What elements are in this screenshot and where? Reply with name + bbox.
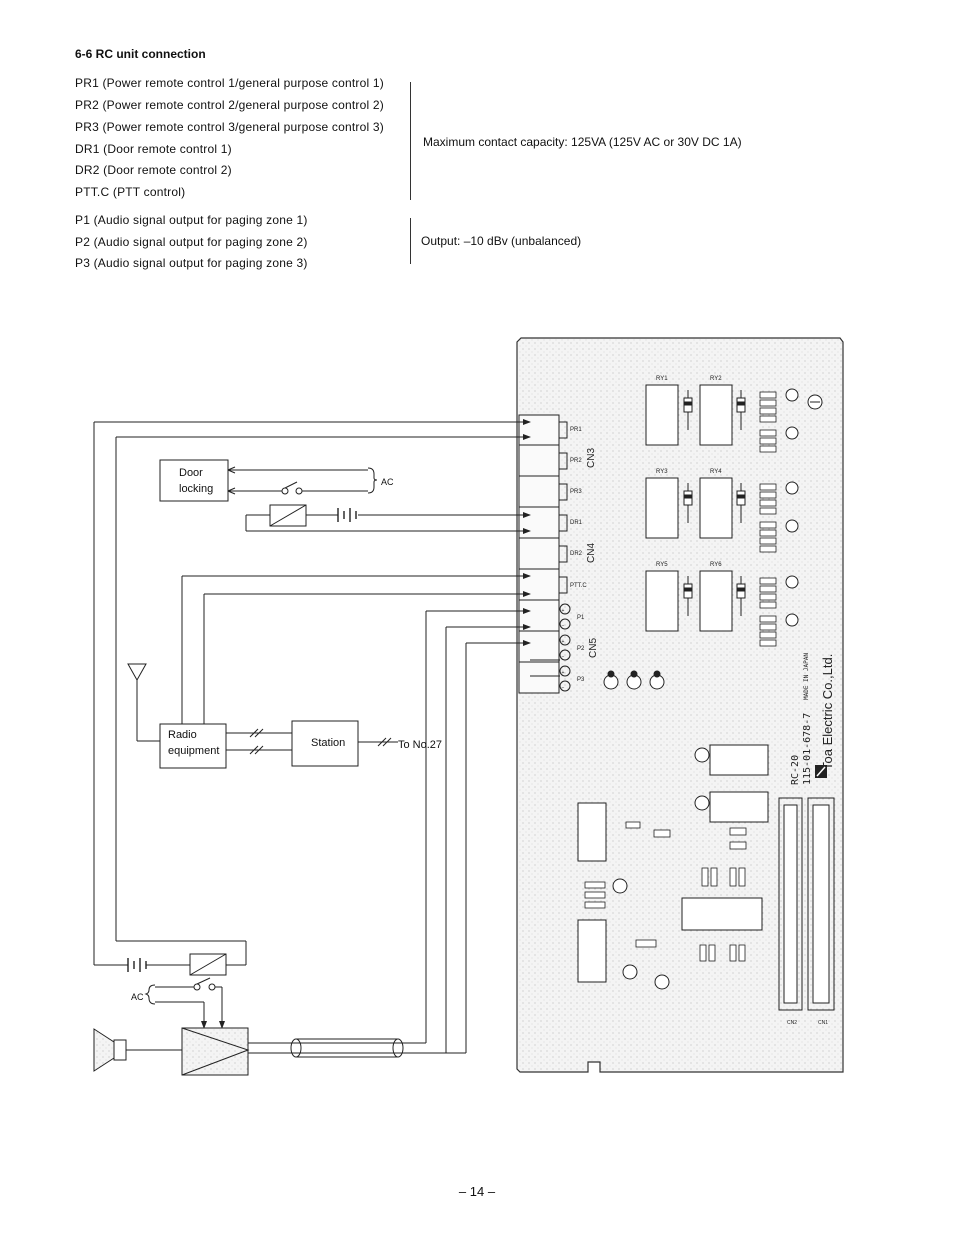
edge-label-cn1: CN1 bbox=[818, 1020, 828, 1026]
svg-text:+: + bbox=[562, 608, 565, 614]
antenna-icon bbox=[127, 663, 147, 682]
terminal-label-dr1: DR1 bbox=[570, 520, 583, 526]
switch-contacts bbox=[193, 481, 303, 991]
ac-label-bottom: AC bbox=[131, 992, 144, 1002]
list-item-dr1: DR1 (Door remote control 1) bbox=[75, 142, 232, 156]
terminal-label-dr2: DR2 bbox=[570, 551, 583, 557]
ac-brace-top bbox=[367, 467, 378, 494]
list-item-p3: P3 (Audio signal output for paging zone … bbox=[75, 256, 308, 270]
list-item-pttc: PTT.C (PTT control) bbox=[75, 185, 186, 199]
station-label: Station bbox=[311, 737, 345, 749]
terminal-label-pr1: PR1 bbox=[570, 427, 582, 433]
brace-group2 bbox=[410, 218, 411, 264]
board-part-number: 115-01-678-7 bbox=[802, 713, 813, 785]
resistor-array bbox=[759, 391, 777, 647]
to-no27-label: To No.27 bbox=[398, 739, 442, 751]
toa-logo bbox=[815, 765, 827, 778]
terminal-contacts bbox=[559, 421, 571, 692]
edge-connectors bbox=[778, 797, 835, 1011]
door-locking-label-1: Door bbox=[179, 467, 203, 479]
edge-label-cn2: CN2 bbox=[787, 1020, 797, 1026]
relays bbox=[645, 384, 733, 632]
wiring bbox=[93, 419, 560, 1058]
ics bbox=[577, 744, 769, 983]
radio-label-1: Radio bbox=[168, 729, 197, 741]
relay-label-ry3: RY3 bbox=[656, 469, 668, 475]
speaker-icon bbox=[93, 1028, 127, 1072]
ac-label-top: AC bbox=[381, 477, 394, 487]
svg-text:+: + bbox=[562, 670, 565, 676]
board-maker: Toa Electric Co.,Ltd. bbox=[820, 654, 835, 770]
list-item-p1: P1 (Audio signal output for paging zone … bbox=[75, 213, 308, 227]
relay-label-ry1: RY1 bbox=[656, 376, 668, 382]
door-locking-label-2: locking bbox=[179, 483, 213, 495]
connector-label-cn3: CN3 bbox=[586, 448, 597, 468]
terminal-block bbox=[518, 414, 560, 694]
list-item-pr1: PR1 (Power remote control 1/general purp… bbox=[75, 76, 384, 90]
contact-capacity-note: Maximum contact capacity: 125VA (125V AC… bbox=[423, 135, 742, 149]
list-item-pr3: PR3 (Power remote control 3/general purp… bbox=[75, 120, 384, 134]
relay-label-ry6: RY6 bbox=[710, 562, 722, 568]
capacitors bbox=[603, 670, 710, 990]
radio-label-2: equipment bbox=[168, 745, 219, 757]
battery-symbols bbox=[127, 508, 357, 972]
svg-text:−: − bbox=[562, 623, 565, 629]
amplifier-box bbox=[181, 1027, 250, 1076]
terminal-label-pr3: PR3 bbox=[570, 489, 582, 495]
transistors bbox=[785, 388, 823, 627]
terminal-label-pr2: PR2 bbox=[570, 458, 582, 464]
connector-label-cn4: CN4 bbox=[586, 543, 597, 563]
terminal-label-pttc: PTT.C bbox=[570, 583, 587, 589]
door-locking-box bbox=[159, 459, 229, 502]
rc-board bbox=[516, 337, 844, 1073]
connector-label-cn5: CN5 bbox=[588, 638, 599, 658]
output-level-note: Output: –10 dBv (unbalanced) bbox=[421, 234, 582, 248]
terminal-label-p3: P3 bbox=[577, 677, 585, 683]
station-box bbox=[291, 720, 359, 767]
diodes bbox=[683, 390, 746, 616]
list-item-pr2: PR2 (Power remote control 2/general purp… bbox=[75, 98, 384, 112]
radio-equipment-box bbox=[159, 723, 227, 769]
terminal-label-p2: P2 bbox=[577, 646, 585, 652]
section-heading: 6-6 RC unit connection bbox=[75, 47, 206, 61]
relay-label-ry2: RY2 bbox=[710, 376, 722, 382]
svg-text:+: + bbox=[562, 639, 565, 645]
relay-label-ry5: RY5 bbox=[656, 562, 668, 568]
lower-resistors bbox=[584, 821, 747, 962]
svg-text:−: − bbox=[562, 685, 565, 691]
list-item-p2: P2 (Audio signal output for paging zone … bbox=[75, 235, 308, 249]
board-made-in: MADE IN JAPAN bbox=[803, 653, 810, 700]
board-model: RC-20 bbox=[790, 755, 801, 785]
list-item-dr2: DR2 (Door remote control 2) bbox=[75, 163, 232, 177]
terminal-label-p1: P1 bbox=[577, 615, 585, 621]
brace-group1 bbox=[410, 82, 411, 200]
relay-coils bbox=[189, 504, 307, 976]
svg-text:−: − bbox=[562, 654, 565, 660]
page-number: – 14 – bbox=[458, 1184, 496, 1199]
relay-label-ry4: RY4 bbox=[710, 469, 722, 475]
ac-brace-bottom bbox=[144, 984, 156, 1005]
